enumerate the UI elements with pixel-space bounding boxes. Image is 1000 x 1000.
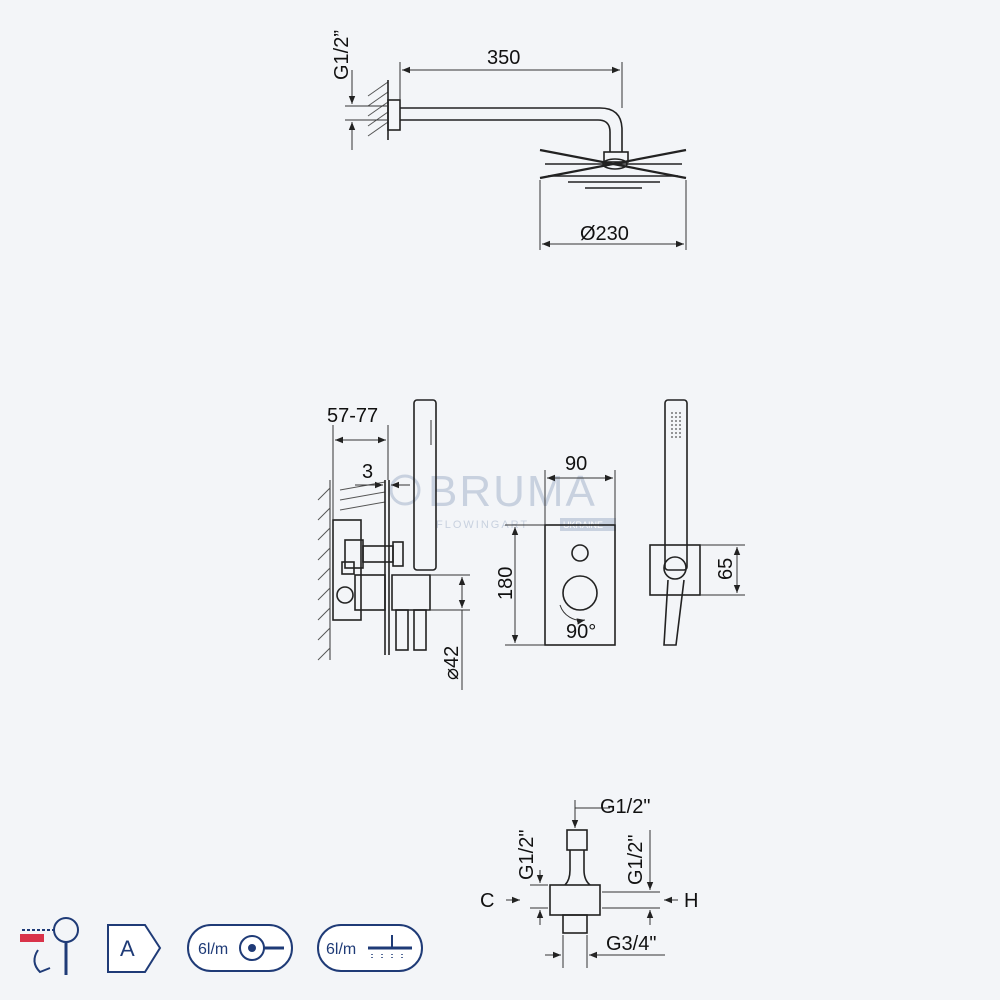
mixer-tap-icon [20, 917, 79, 975]
dim-plate-width: 90 [565, 453, 587, 475]
hand-shower-flow-label: 6l/m [198, 941, 228, 958]
wall-section-hatch [317, 480, 386, 661]
valve-side-section: 57-77 3 42 ⌀ [317, 399, 470, 690]
dim-bottom-thread-right: G1/2" [625, 835, 647, 885]
head-shower-flow-icon: 6l/m [317, 924, 423, 972]
dim-valve-depth: 57-77 [327, 405, 378, 427]
dim-head-diameter: Ø230 [580, 223, 629, 245]
feature-badges: A 6l/m 6l/m [20, 917, 423, 975]
hand-shower-holder-view: 65 [649, 399, 745, 646]
brand-watermark: BRUMA FLOWINGART UKRAINE [389, 467, 616, 531]
energy-class-icon: A [107, 924, 162, 973]
svg-text:⌀: ⌀ [441, 668, 463, 680]
dim-holder-height: 65 [715, 558, 737, 580]
dim-rotation: 90° [566, 621, 596, 643]
head-shower-view: G1/2” 350 Ø230 [331, 30, 687, 250]
hand-shower-flow-icon: 6l/m [187, 924, 293, 972]
dim-top-thread: G1/2” [331, 30, 353, 80]
energy-class-label: A [120, 936, 135, 961]
label-cold: C [480, 890, 494, 912]
wall-hatch [367, 80, 389, 140]
dim-plate-height: 180 [495, 567, 517, 600]
dim-cover-gap: 3 [362, 461, 373, 483]
rain-shower-head [539, 148, 687, 189]
dim-bottom-thread-left: G1/2" [516, 830, 538, 880]
label-hot: H [684, 890, 698, 912]
dim-outlet-diameter: 42 [441, 646, 463, 668]
watermark-tagline: FLOWINGART [436, 519, 529, 531]
connection-diagram: G1/2" G1/2" G1/2" C H G3/4" [480, 796, 698, 968]
head-shower-flow-label: 6l/m [326, 941, 356, 958]
dim-arm-length: 350 [487, 47, 520, 69]
dim-bottom-thread-top: G1/2" [600, 796, 650, 818]
dim-bottom-thread-inlet: G3/4" [606, 933, 656, 955]
hand-shower-nozzles [671, 412, 681, 440]
valve-front-plate: 90° 90 180 [495, 453, 616, 646]
